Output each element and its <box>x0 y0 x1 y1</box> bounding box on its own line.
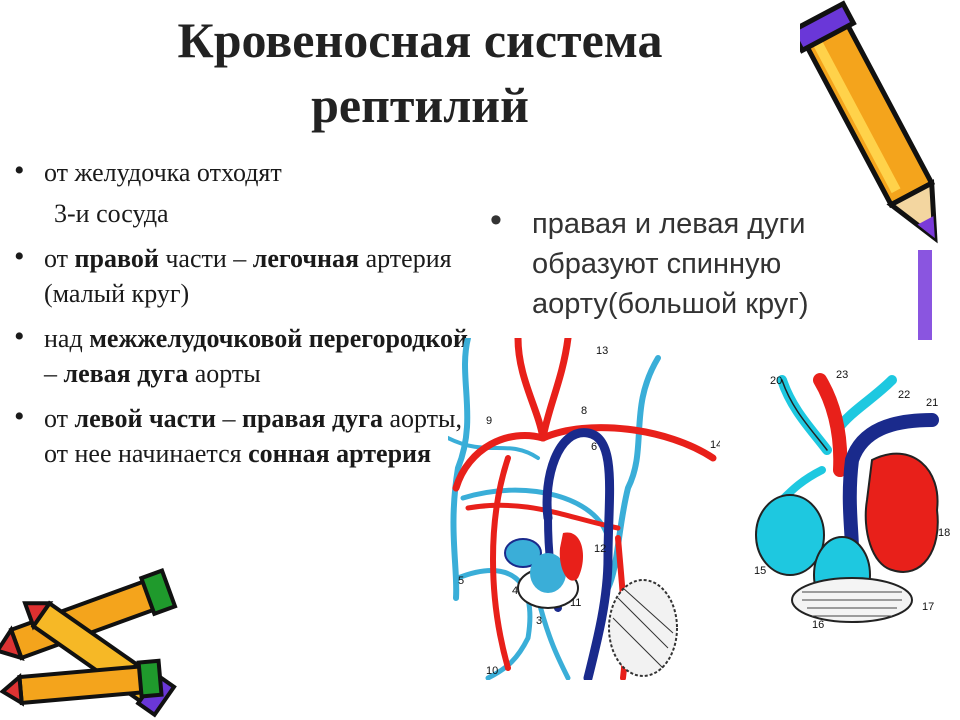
label-14: 14 <box>710 439 720 451</box>
label-6: 6 <box>591 441 597 453</box>
circulatory-scheme-diagram: 13 9 8 6 14 5 4 3 11 12 10 <box>448 338 720 680</box>
artery-arch <box>452 431 547 492</box>
artery-top-right <box>539 338 572 442</box>
label-20: 20 <box>770 375 782 387</box>
bullet-2: от правой части – легочная артерия (малы… <box>14 239 474 311</box>
label-23: 23 <box>836 369 848 381</box>
artery-descend <box>490 455 511 671</box>
label-11: 11 <box>570 597 581 609</box>
label-13: 13 <box>596 345 608 357</box>
bullet-list: от желудочка отходят 3-и сосуда от право… <box>14 153 474 481</box>
artery-top <box>514 338 547 442</box>
label-15: 15 <box>754 565 766 577</box>
label-12: 12 <box>594 543 606 555</box>
label-10: 10 <box>486 665 498 677</box>
bullet-1-continuation: 3-и сосуда <box>54 199 169 228</box>
vessel-21 <box>842 413 939 557</box>
label-3: 3 <box>536 615 542 627</box>
artery-right <box>539 424 717 462</box>
dark-vessel <box>542 428 615 680</box>
label-21: 21 <box>926 397 938 409</box>
pencil-icon <box>800 0 938 340</box>
vein-bottom <box>535 595 571 680</box>
atrium-left <box>504 538 542 568</box>
vessel-23 <box>813 373 848 477</box>
label-16: 16 <box>812 619 824 631</box>
vein-right <box>605 355 661 591</box>
crayons-icon <box>0 568 178 718</box>
bullet-4: от левой части – правая дуга аорты, от н… <box>14 399 474 471</box>
heart-diagram: 20 23 22 21 18 15 16 17 <box>754 369 950 631</box>
right-bullet: правая и левая дуги образуют спинную аор… <box>490 200 890 334</box>
vein-upper <box>448 436 540 460</box>
label-18: 18 <box>938 527 950 539</box>
page-title-line-1: Кровеносная система <box>177 12 663 68</box>
label-22: 22 <box>898 389 910 401</box>
atrium-center <box>530 553 566 593</box>
vessel-20-outline <box>781 379 828 451</box>
label-8: 8 <box>581 405 587 417</box>
label-4: 4 <box>512 585 518 597</box>
bullet-1: от желудочка отходят <box>14 153 474 190</box>
hatched-organ <box>608 579 678 677</box>
left-atrium <box>864 452 939 573</box>
label-17: 17 <box>922 601 934 613</box>
vein-left <box>450 338 471 601</box>
label-5: 5 <box>458 575 464 587</box>
page-title-line-2: рептилий <box>311 77 529 133</box>
label-9: 9 <box>486 415 492 427</box>
atrium-red <box>559 532 583 581</box>
right-atrium <box>755 494 825 576</box>
vein-loop <box>460 487 611 541</box>
bullet-3: над межжелудочковой перегородкой – левая… <box>14 319 474 391</box>
